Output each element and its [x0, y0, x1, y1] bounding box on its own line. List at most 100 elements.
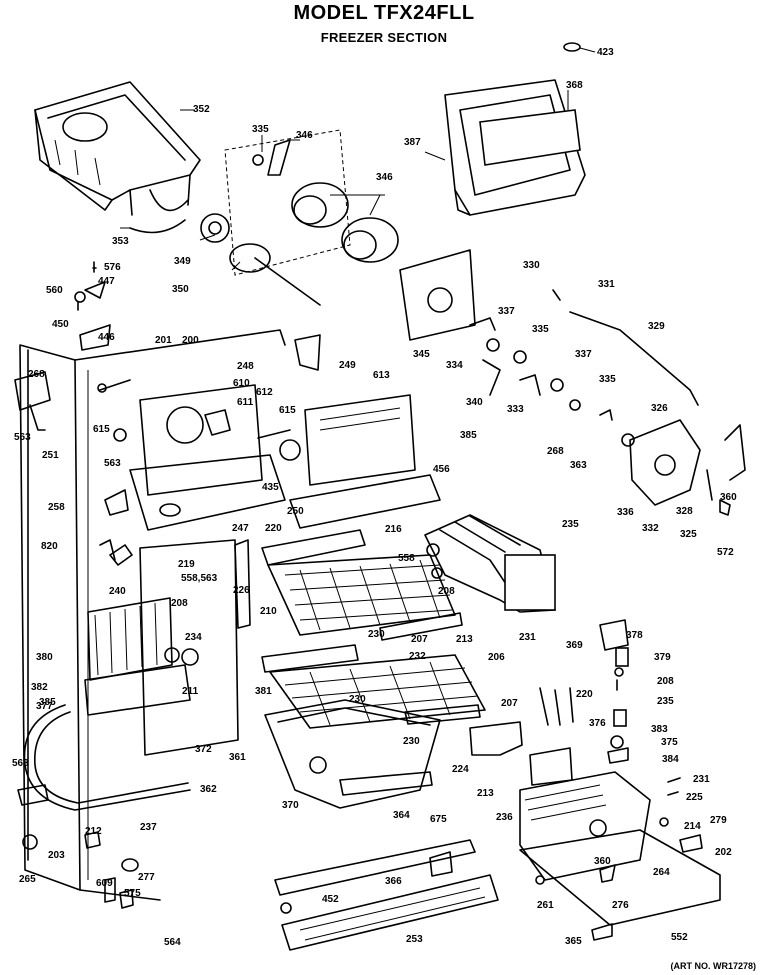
part-label-261: 261 — [537, 900, 554, 911]
part-label-236: 236 — [496, 812, 513, 823]
part-label-554: 554 — [0, 0, 17, 3]
part-label-208: 208 — [171, 598, 188, 609]
part-label-350: 350 — [172, 284, 189, 295]
part-label-385: 385 — [460, 430, 477, 441]
part-label-214: 214 — [684, 821, 701, 832]
part-label-276: 276 — [612, 900, 629, 911]
part-label-360: 360 — [720, 492, 737, 503]
part-label-346: 346 — [376, 172, 393, 183]
part-label-456: 456 — [433, 464, 450, 475]
page-subtitle: FREEZER SECTION — [320, 30, 448, 45]
part-label-610: 610 — [233, 378, 250, 389]
part-label-353: 353 — [112, 236, 129, 247]
part-label-206: 206 — [488, 652, 505, 663]
part-label-225: 225 — [686, 792, 703, 803]
part-label-237: 237 — [140, 822, 157, 833]
part-label-336: 336 — [617, 507, 634, 518]
part-label-334: 334 — [446, 360, 463, 371]
part-label-384: 384 — [662, 754, 679, 765]
part-label-575: 575 — [124, 888, 141, 899]
part-label-564: 564 — [164, 937, 181, 948]
part-label-329: 329 — [648, 321, 665, 332]
part-label-247: 247 — [232, 523, 249, 534]
ice-maker — [424, 514, 556, 613]
part-label-363: 363 — [570, 460, 587, 471]
part-label-248: 248 — [237, 361, 254, 372]
part-label-352: 352 — [193, 104, 210, 115]
part-label-382: 382 — [31, 682, 48, 693]
part-label-368: 368 — [566, 80, 583, 91]
freezer-cabinet — [19, 329, 286, 901]
part-label-560: 560 — [46, 285, 63, 296]
misc-left-parts — [14, 334, 321, 909]
part-label-349: 349 — [174, 256, 191, 267]
part-label-611: 611 — [237, 397, 254, 408]
ice-bucket — [34, 81, 201, 234]
part-label-279: 279 — [710, 815, 727, 826]
part-label-234: 234 — [185, 632, 202, 643]
part-label-446: 446 — [98, 332, 115, 343]
part-label-558-563: 558,563 — [181, 573, 218, 584]
part-label-338: 338 — [0, 0, 17, 3]
part-label-361: 361 — [229, 752, 246, 763]
part-label-335: 335 — [532, 324, 549, 335]
part-label-335: 335 — [599, 374, 616, 385]
part-label-372: 372 — [195, 744, 212, 755]
part-label-331: 331 — [598, 279, 615, 290]
evaporator-cover — [97, 379, 286, 531]
part-label-208: 208 — [657, 676, 674, 687]
part-label-435: 435 — [262, 482, 279, 493]
part-label-345: 345 — [413, 349, 430, 360]
part-label-200: 200 — [182, 335, 199, 346]
part-label-202: 202 — [715, 847, 732, 858]
fan-cover-linkage — [399, 249, 699, 411]
part-label-615: 615 — [279, 405, 296, 416]
part-label-203: 203 — [48, 850, 65, 861]
auger-assembly — [200, 129, 399, 306]
part-label-211: 211 — [182, 686, 199, 697]
part-label-277: 277 — [138, 872, 155, 883]
part-label-365: 365 — [565, 936, 582, 947]
part-label-552: 552 — [671, 932, 688, 943]
part-label-576: 576 — [104, 262, 121, 273]
part-label-376: 376 — [589, 718, 606, 729]
part-label-563: 563 — [104, 458, 121, 469]
part-label-231: 231 — [519, 632, 536, 643]
part-label-240: 240 — [109, 586, 126, 597]
part-label-207: 207 — [501, 698, 518, 709]
part-label-250: 250 — [287, 506, 304, 517]
part-label-258: 258 — [48, 502, 65, 513]
evaporator — [84, 539, 251, 756]
part-label-235: 235 — [657, 696, 674, 707]
part-label-615: 615 — [93, 424, 110, 435]
part-label-572: 572 — [717, 547, 734, 558]
part-label-268: 268 — [547, 446, 564, 457]
part-label-232: 232 — [409, 651, 426, 662]
part-label-224: 224 — [452, 764, 469, 775]
art-number: (ART NO. WR17278) — [670, 961, 756, 971]
freezer-panel — [444, 42, 586, 216]
part-label-208: 208 — [438, 586, 455, 597]
part-label-213: 213 — [456, 634, 473, 645]
part-label-265: 265 — [19, 874, 36, 885]
part-label-558: 558 — [398, 553, 415, 564]
control-housing — [469, 721, 721, 926]
part-label-370: 370 — [282, 800, 299, 811]
part-label-364: 364 — [393, 810, 410, 821]
part-label-230: 230 — [368, 629, 385, 640]
part-label-264: 264 — [653, 867, 670, 878]
part-label-230: 230 — [403, 736, 420, 747]
back-panel — [257, 394, 416, 486]
part-label-612: 612 — [256, 387, 273, 398]
part-label-675: 675 — [430, 814, 447, 825]
part-label-380: 380 — [36, 652, 53, 663]
part-label-201: 201 — [155, 335, 172, 346]
part-label-563: 563 — [14, 432, 31, 443]
part-label-337: 337 — [498, 306, 515, 317]
part-label-387: 387 — [404, 137, 421, 148]
part-label-330: 330 — [523, 260, 540, 271]
part-label-219: 219 — [178, 559, 195, 570]
small-components — [535, 619, 703, 941]
part-label-613: 613 — [373, 370, 390, 381]
